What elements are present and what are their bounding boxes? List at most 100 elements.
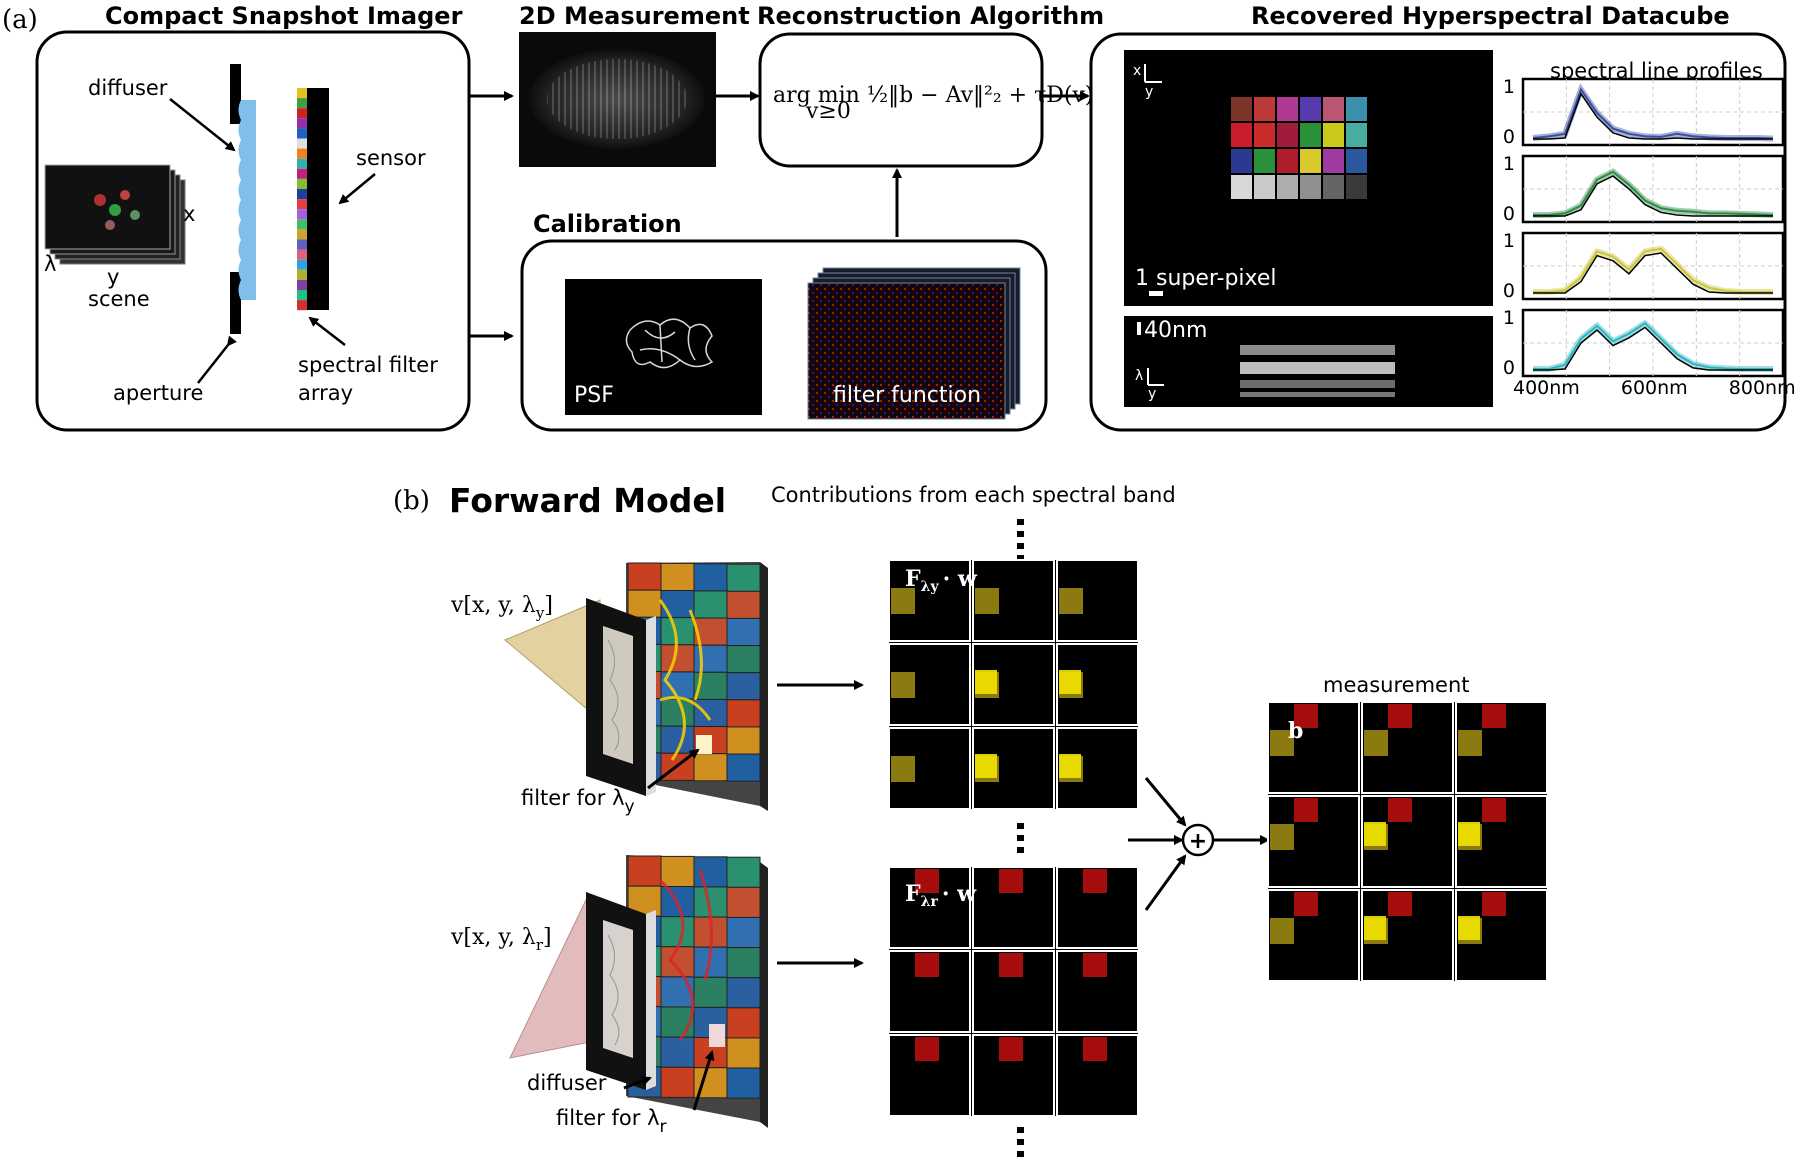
profile-line [1533,321,1773,370]
yellow-signal [975,754,997,778]
color-patch [1300,149,1321,173]
yellow-block [1270,730,1294,756]
color-patch [1231,149,1252,173]
psf-label: PSF [574,383,614,408]
filter-tile [693,644,728,673]
color-patch [1231,123,1252,147]
sensor-label: sensor [356,146,426,170]
diffuser-bottom-label: diffuser [527,1071,607,1095]
ellipsis-bottom [1017,1127,1024,1157]
sum-plus: + [1189,829,1207,854]
aperture-bottom-bar [230,272,241,334]
filter-tile [726,645,761,674]
red-signal [1388,892,1412,916]
red-signal [1294,704,1318,728]
filter-tile [726,886,761,918]
b-label: b [1288,718,1303,744]
scale-pixel-bar [1149,291,1163,296]
red-signal [1083,953,1107,977]
filter-tile [693,698,728,728]
yellow-signal [1059,670,1081,694]
color-patch [1323,123,1344,147]
scale-nm-bar [1137,322,1141,335]
datacube-title: Recovered Hyperspectral Datacube [1251,2,1730,30]
compact-snapshot-imager: Compact Snapshot Imager x λ y scene diff… [35,2,471,432]
filter-tile [660,698,695,727]
red-signal [1294,798,1318,822]
lambda-axis-lambda: λ [1135,368,1143,384]
color-patch [1346,123,1367,147]
profile-xtick: 800nm [1729,377,1796,399]
filter-tile [660,916,695,948]
filter-tile [627,855,662,887]
filter-tile [726,947,761,979]
filter-array-label-2: array [298,381,353,405]
yellow-block [891,672,915,698]
red-signal [1294,892,1318,916]
xy-axes-icon [1144,64,1162,83]
psf-caustic-pattern [625,318,714,369]
profile-ytick-bottom: 0 [1503,203,1515,225]
filter-tile [693,976,728,1008]
profile-line [1533,247,1773,293]
filter-tile [660,1036,695,1068]
scene-label: scene [88,287,150,311]
filter-tile [660,590,695,619]
filter-tile [726,753,761,782]
color-patch [1300,123,1321,147]
filter-tile [660,562,695,592]
filter-cell [297,118,307,129]
color-patch [1323,97,1344,121]
filter-cell [297,259,307,270]
yellow-signal [1458,916,1480,940]
filter-cell [297,199,307,210]
color-patch [1231,175,1252,199]
profile-ytick-bottom: 0 [1503,126,1515,148]
filter-cell [297,290,307,301]
profile-xtick: 600nm [1621,377,1688,399]
color-patch [1277,175,1298,199]
grid-cell [888,950,971,1033]
contribution-grid-yellow [888,559,1139,810]
contributions-title: Contributions from each spectral band [771,483,1176,507]
filter-tile [693,563,728,592]
profile-xtick: 400nm [1513,377,1580,399]
filter-function-label: filter function [833,383,981,408]
ellipsis-top [1017,519,1024,561]
grid-cell [972,643,1055,726]
red-signal [915,869,939,893]
red-signal [1482,704,1506,728]
datacube-axis-x: x [1133,63,1141,79]
color-patch [1323,149,1344,173]
measurement-grid [1267,701,1548,982]
measurement-title: 2D Measurement [519,2,750,30]
imager-title: Compact Snapshot Imager [105,2,463,30]
red-signal [999,953,1023,977]
profile-ytick-top: 1 [1503,307,1515,329]
filter-function-stack [807,267,1021,420]
filter-array-label-1: spectral filter [298,353,438,377]
filter-cell [297,108,307,119]
f-bottom-label: Fλr· w [905,881,977,910]
filter-tile [726,617,761,647]
profile-ytick-bottom: 0 [1503,357,1515,379]
filter-tile [693,753,728,782]
filter-cell [297,98,307,109]
filter-cell [297,249,307,260]
color-patch [1231,97,1252,121]
filter-cell [297,138,307,149]
color-patch [1300,97,1321,121]
filter-cell [297,239,307,250]
filter-cell [297,219,307,230]
yellow-signal [1364,822,1386,846]
filter-tile [693,590,728,619]
color-patch [1346,149,1367,173]
red-signal [999,1037,1023,1061]
grid-cell [1056,950,1139,1033]
filter-tile [627,589,662,618]
color-patch [1277,149,1298,173]
filter-cell [297,158,307,169]
profile-ytick-top: 1 [1503,153,1515,175]
color-patch [1254,175,1275,199]
psf-image [565,279,762,415]
